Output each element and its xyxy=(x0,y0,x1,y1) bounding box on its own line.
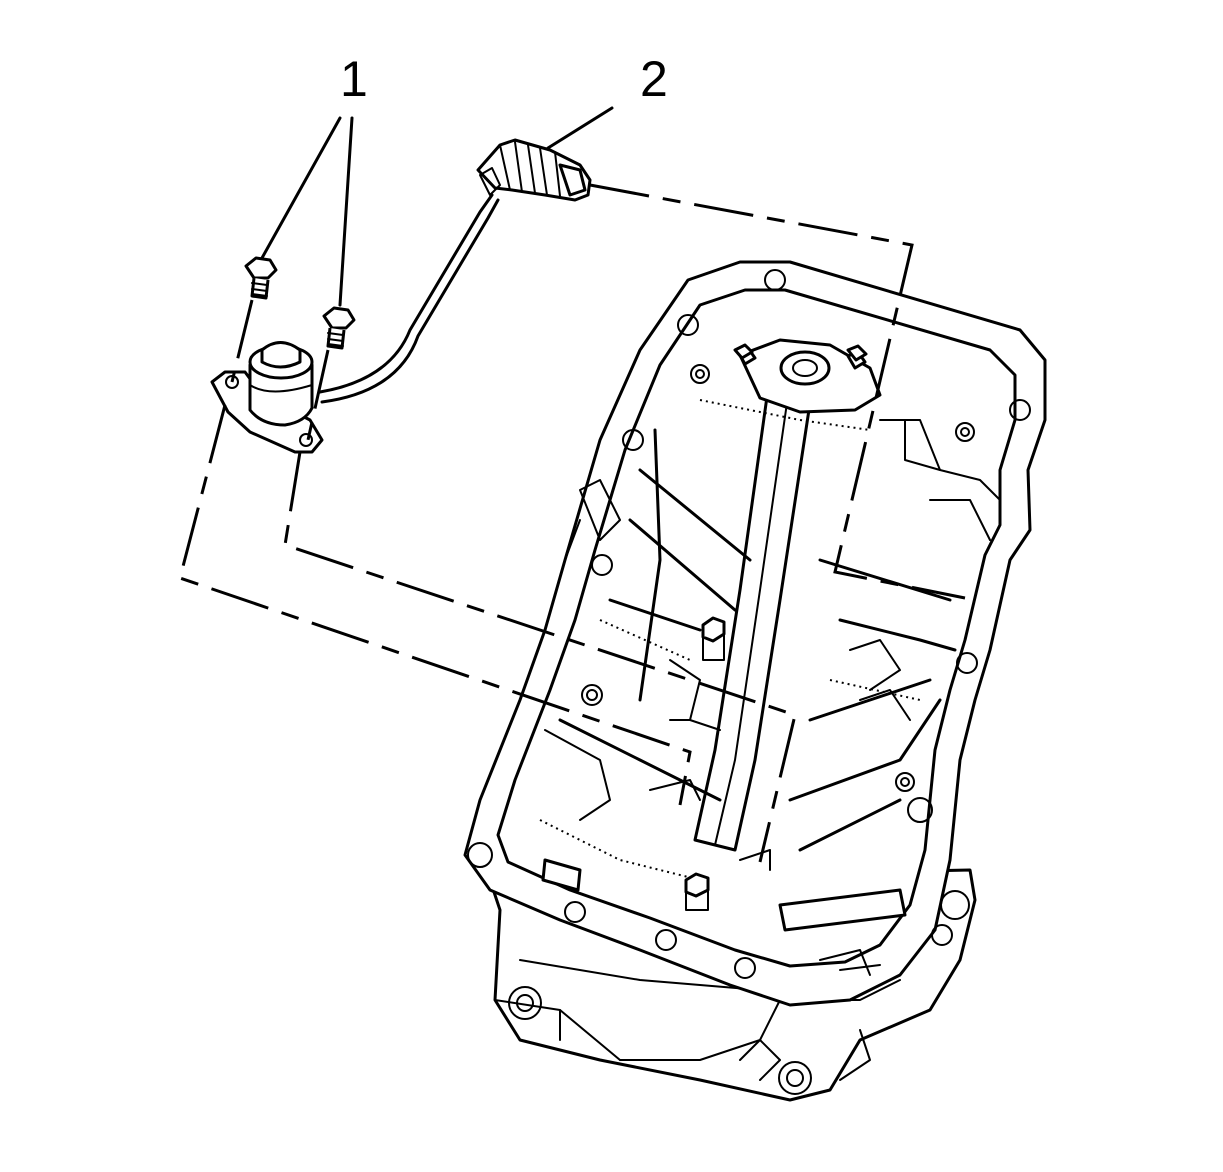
sensor-connector xyxy=(476,138,592,202)
leader-1-right xyxy=(338,116,354,307)
leader-2 xyxy=(546,106,614,150)
path-connector xyxy=(589,183,966,600)
oil-pan-flange xyxy=(463,260,1047,1007)
callout-number-2: 2 xyxy=(640,51,668,107)
path-sensor-rear xyxy=(283,451,797,863)
path-bolt-left xyxy=(230,299,254,383)
path-bolt-right xyxy=(306,349,330,441)
flange-bolt-holes xyxy=(467,269,1031,979)
sensor-wire xyxy=(318,193,494,394)
leader-1-left xyxy=(260,116,342,260)
bolt-left xyxy=(244,256,278,300)
bolt-right xyxy=(322,306,356,350)
oil-pan xyxy=(463,260,1047,1102)
sensor-bolts xyxy=(244,256,356,350)
pan-bolts xyxy=(684,343,868,911)
sensor-body xyxy=(248,363,314,427)
assembly-paths xyxy=(178,183,966,863)
callout-number-1: 1 xyxy=(340,51,368,107)
oil-pan-inner-rim xyxy=(496,288,1017,968)
oil-pan-center-rib xyxy=(693,373,814,852)
path-sensor-front xyxy=(178,404,692,806)
leader-lines xyxy=(260,106,614,307)
oil-level-sensor xyxy=(210,138,592,454)
